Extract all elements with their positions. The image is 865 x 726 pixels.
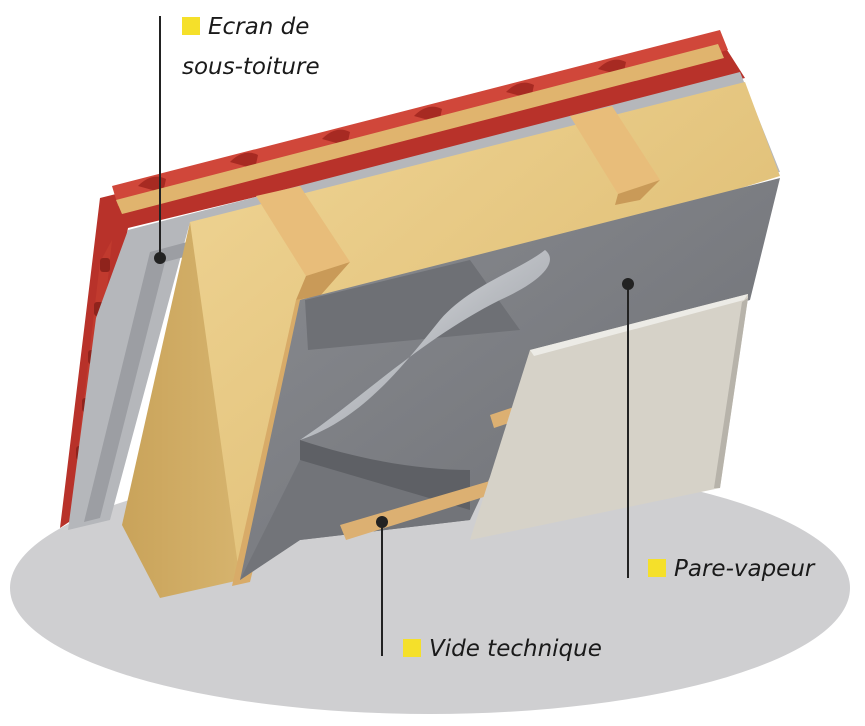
label-marker-icon (182, 17, 200, 35)
pare-vapeur-pointer-dot (622, 278, 634, 290)
ecran-label-line2: sous-toiture (182, 54, 320, 80)
top-batten (116, 44, 724, 214)
vide-technique-pointer-dot (376, 516, 388, 528)
label-marker-icon (403, 639, 421, 657)
label-marker-icon (648, 559, 666, 577)
pare-vapeur-label: Pare-vapeur (674, 556, 815, 582)
plasterboard (470, 294, 748, 540)
label-pare-vapeur: Pare-vapeur (648, 554, 814, 584)
leader-lines (154, 16, 634, 656)
label-ecran-line2-wrap: sous-toiture (182, 52, 320, 82)
vide-technique-label: Vide technique (429, 636, 602, 662)
ecran-label-line1: Ecran de (208, 14, 310, 40)
ecran-pointer-dot (154, 252, 166, 264)
insulation-panel (190, 82, 780, 580)
label-vide-technique: Vide technique (403, 634, 602, 664)
label-ecran-sous-toiture: Ecran de (182, 12, 309, 42)
peeled-membrane (300, 250, 550, 440)
